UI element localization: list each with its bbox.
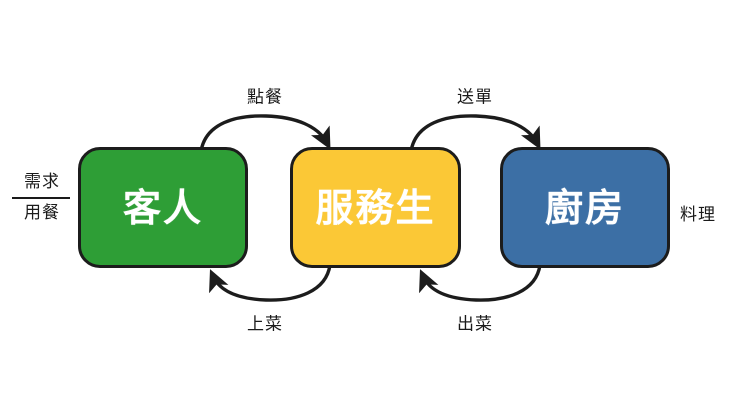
edge-arrow-dish-out (419, 263, 542, 302)
fraction-divider-line (12, 196, 70, 200)
node-customer-label: 客人 (122, 185, 203, 230)
edge-arrow-send-order (409, 114, 541, 153)
node-kitchen[interactable]: 廚房 (500, 147, 670, 268)
right-side-annotation: 料理 (680, 205, 716, 225)
edge-label-send-order: 送單 (457, 87, 493, 108)
left-annotation-top: 需求 (24, 172, 60, 192)
node-customer[interactable]: 客人 (78, 147, 248, 268)
node-kitchen-label: 廚房 (544, 185, 625, 230)
edge-arrow-order (199, 114, 331, 153)
left-side-annotation: 需求 用餐 (12, 170, 72, 226)
edge-arrow-serve-food (209, 263, 332, 302)
edge-label-dish-out: 出菜 (457, 314, 493, 335)
edge-label-order: 點餐 (247, 87, 283, 108)
node-waiter[interactable]: 服務生 (290, 147, 461, 268)
edge-label-serve-food: 上菜 (247, 314, 283, 335)
node-waiter-label: 服務生 (315, 185, 436, 230)
left-annotation-bottom: 用餐 (24, 203, 60, 224)
